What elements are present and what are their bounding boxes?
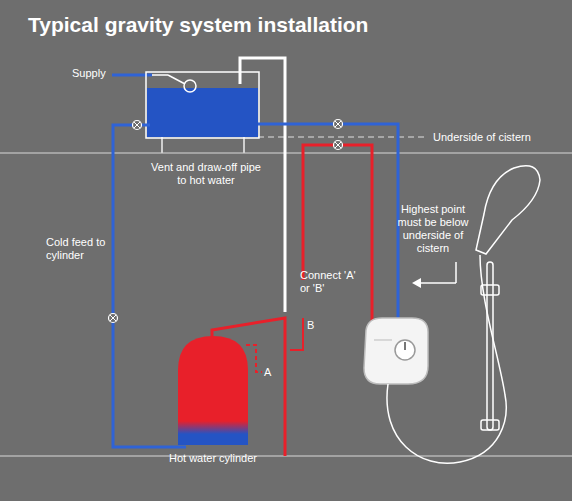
callout-note: Highest point must be below underside of…	[396, 203, 470, 255]
connection-letter: A	[264, 366, 276, 379]
pipe-label: Vent and draw-off pipe to hot water	[148, 161, 264, 187]
cylinder-label: Hot water cylinder	[168, 452, 258, 465]
cistern-label: Underside of cistern	[433, 131, 563, 144]
connect-note: Connect 'A' or 'B'	[300, 269, 360, 295]
connection-letter: B	[307, 319, 319, 332]
pipe-label: Cold feed to cylinder	[46, 236, 110, 262]
hot-water-cylinder: Hot water cylinder	[168, 334, 258, 465]
diagram-title: Typical gravity system installation	[28, 12, 368, 38]
supply-label: Supply	[72, 67, 132, 80]
